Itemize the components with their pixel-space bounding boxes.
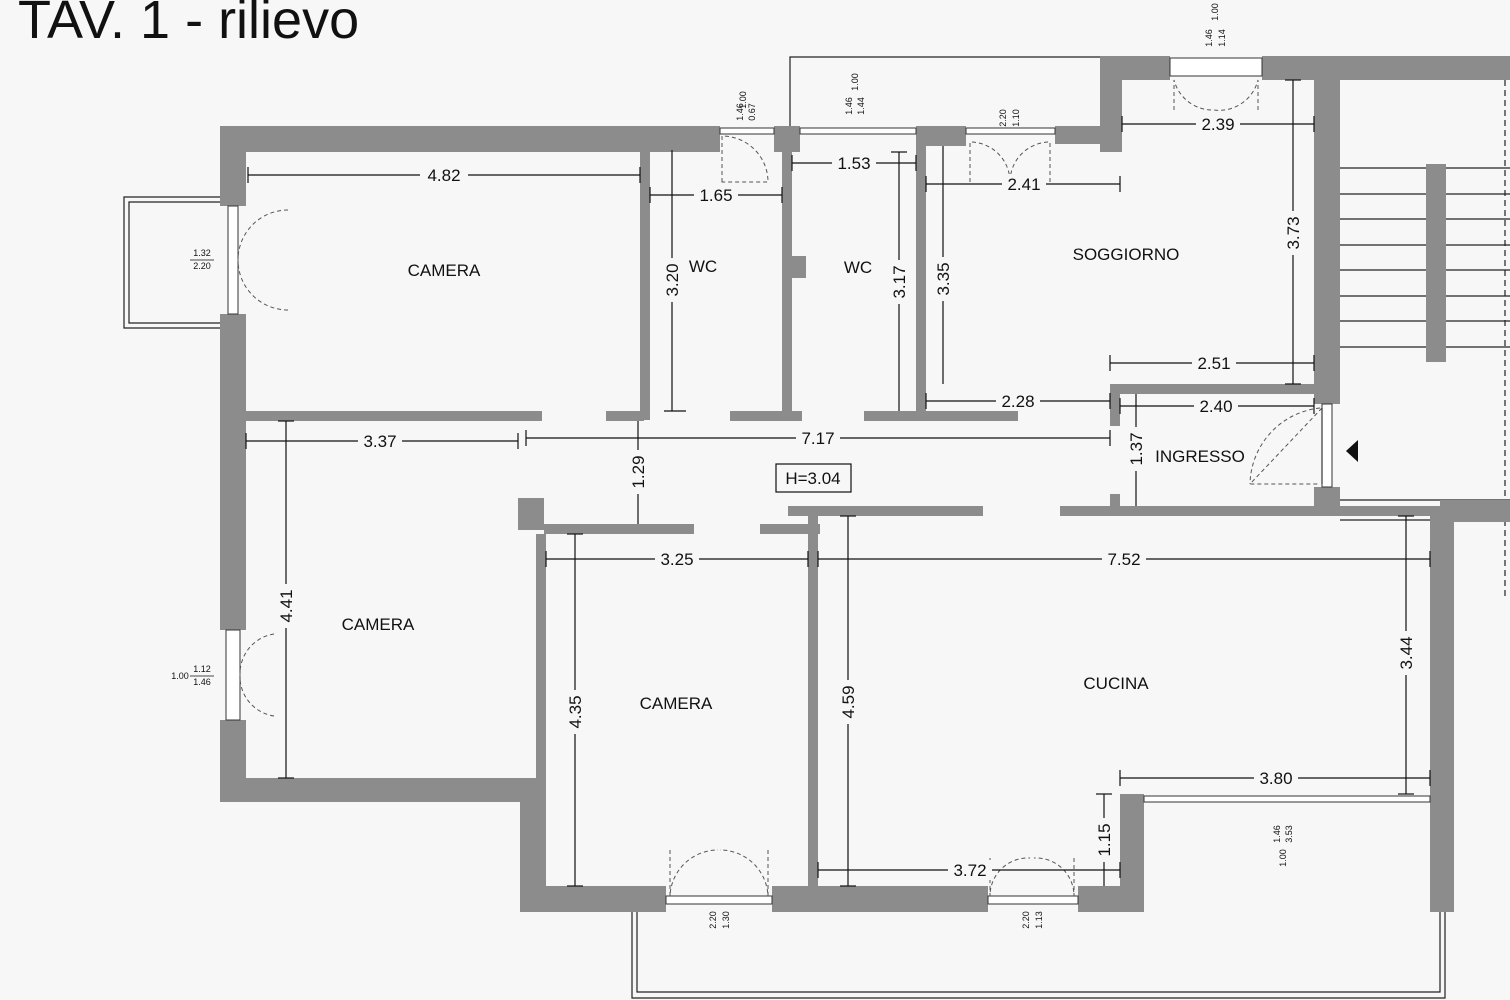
dim-camera-s-width: 3.25 [660, 550, 693, 569]
opening-wc2-a: 1.44 [856, 97, 866, 115]
room-label-cucina: CUCINA [1083, 674, 1149, 693]
room-labels: CAMERA WC WC SOGGIORNO INGRESSO CAMERA C… [342, 245, 1245, 713]
opening-wc1-a: 0.67 [747, 103, 757, 121]
opening-cucina-window-a: 3.53 [1284, 825, 1294, 843]
stair [1340, 69, 1510, 600]
dim-cucina-width: 7.52 [1107, 550, 1140, 569]
balcony-outlines [123, 56, 1510, 999]
opening-camera-w-c: 1.00 [171, 671, 189, 681]
opening-camera-nw-b: 2.20 [193, 261, 211, 271]
opening-camera-s-door-a: 1.30 [721, 911, 731, 929]
opening-cucina-window-b: 1.46 [1272, 825, 1282, 843]
room-label-camera-w: CAMERA [342, 615, 415, 634]
dim-soggiorno-height-right: 3.73 [1284, 216, 1303, 249]
dim-camera-w-height: 4.41 [277, 589, 296, 622]
opening-cucina-door-a: 1.13 [1034, 911, 1044, 929]
dim-corridor-width: 1.29 [629, 455, 648, 488]
dim-cucina-height-right: 3.44 [1397, 636, 1416, 669]
dim-cucina-nook: 1.15 [1095, 823, 1114, 856]
drawing-title: TAV. 1 - rilievo [18, 0, 359, 50]
dim-ingresso-width: 2.40 [1199, 397, 1232, 416]
room-label-wc-2: WC [844, 258, 872, 277]
walls [220, 56, 1510, 912]
opening-annotations: 1.32 2.20 1.00 1.12 1.46 1.00 1.46 0.67 … [171, 3, 1294, 929]
dim-wc1-height: 3.20 [663, 263, 682, 296]
room-label-soggiorno: SOGGIORNO [1073, 245, 1180, 264]
dim-cucina-bottom: 3.72 [953, 861, 986, 880]
entrance-arrow-icon [1346, 440, 1358, 462]
dim-wc2-height: 3.17 [890, 265, 909, 298]
opening-camera-w-b: 1.46 [193, 677, 211, 687]
opening-camera-nw-a: 1.32 [193, 248, 211, 258]
dim-wc2-width: 1.53 [837, 154, 870, 173]
dim-soggiorno-bottom: 2.51 [1197, 354, 1230, 373]
door-swings [237, 79, 1358, 897]
opening-soggiorno-window-a: 1.14 [1217, 29, 1227, 47]
dim-soggiorno-bottom-left: 2.28 [1001, 392, 1034, 411]
dim-camera-s-height: 4.35 [566, 695, 585, 728]
opening-camera-w-a: 1.12 [193, 664, 211, 674]
opening-soggiorno-window-b: 1.46 [1204, 29, 1214, 47]
opening-cucina-window-c: 1.00 [1278, 849, 1288, 867]
opening-soggiorno-window-c: 1.00 [1210, 3, 1220, 21]
dim-corridor-west: 3.37 [363, 432, 396, 451]
opening-camera-s-door-b: 2.20 [708, 911, 718, 929]
opening-soggiorno-door-b: 2.20 [998, 109, 1008, 127]
dim-soggiorno-mid: 2.41 [1007, 175, 1040, 194]
dim-cucina-balcony: 3.80 [1259, 769, 1292, 788]
opening-wc2-c: 1.00 [850, 73, 860, 91]
room-label-camera-s: CAMERA [640, 694, 713, 713]
dim-cucina-height-left: 4.59 [839, 685, 858, 718]
dim-corridor-length: 7.17 [801, 429, 834, 448]
ceiling-height: H=3.04 [785, 469, 840, 488]
room-label-camera-nw: CAMERA [408, 261, 481, 280]
opening-soggiorno-door-a: 1.10 [1011, 109, 1021, 127]
ceiling-height-box: H=3.04 [775, 463, 852, 493]
room-label-ingresso: INGRESSO [1155, 447, 1245, 466]
opening-wc1-c: 1.00 [738, 91, 748, 109]
dim-wc1-width: 1.65 [699, 186, 732, 205]
dim-soggiorno-top: 2.39 [1201, 115, 1234, 134]
dim-soggiorno-height-left: 3.35 [934, 262, 953, 295]
room-label-wc-1: WC [689, 257, 717, 276]
opening-cucina-door-b: 2.20 [1021, 911, 1031, 929]
dim-camera-nw-width: 4.82 [427, 166, 460, 185]
opening-wc2-b: 1.46 [844, 97, 854, 115]
dimension-labels: 4.82 1.65 1.53 2.41 2.39 2.51 2.28 2.40 … [276, 114, 1416, 880]
opening-wc1-b: 1.46 [735, 103, 745, 121]
dim-ingresso-height: 1.37 [1127, 432, 1146, 465]
